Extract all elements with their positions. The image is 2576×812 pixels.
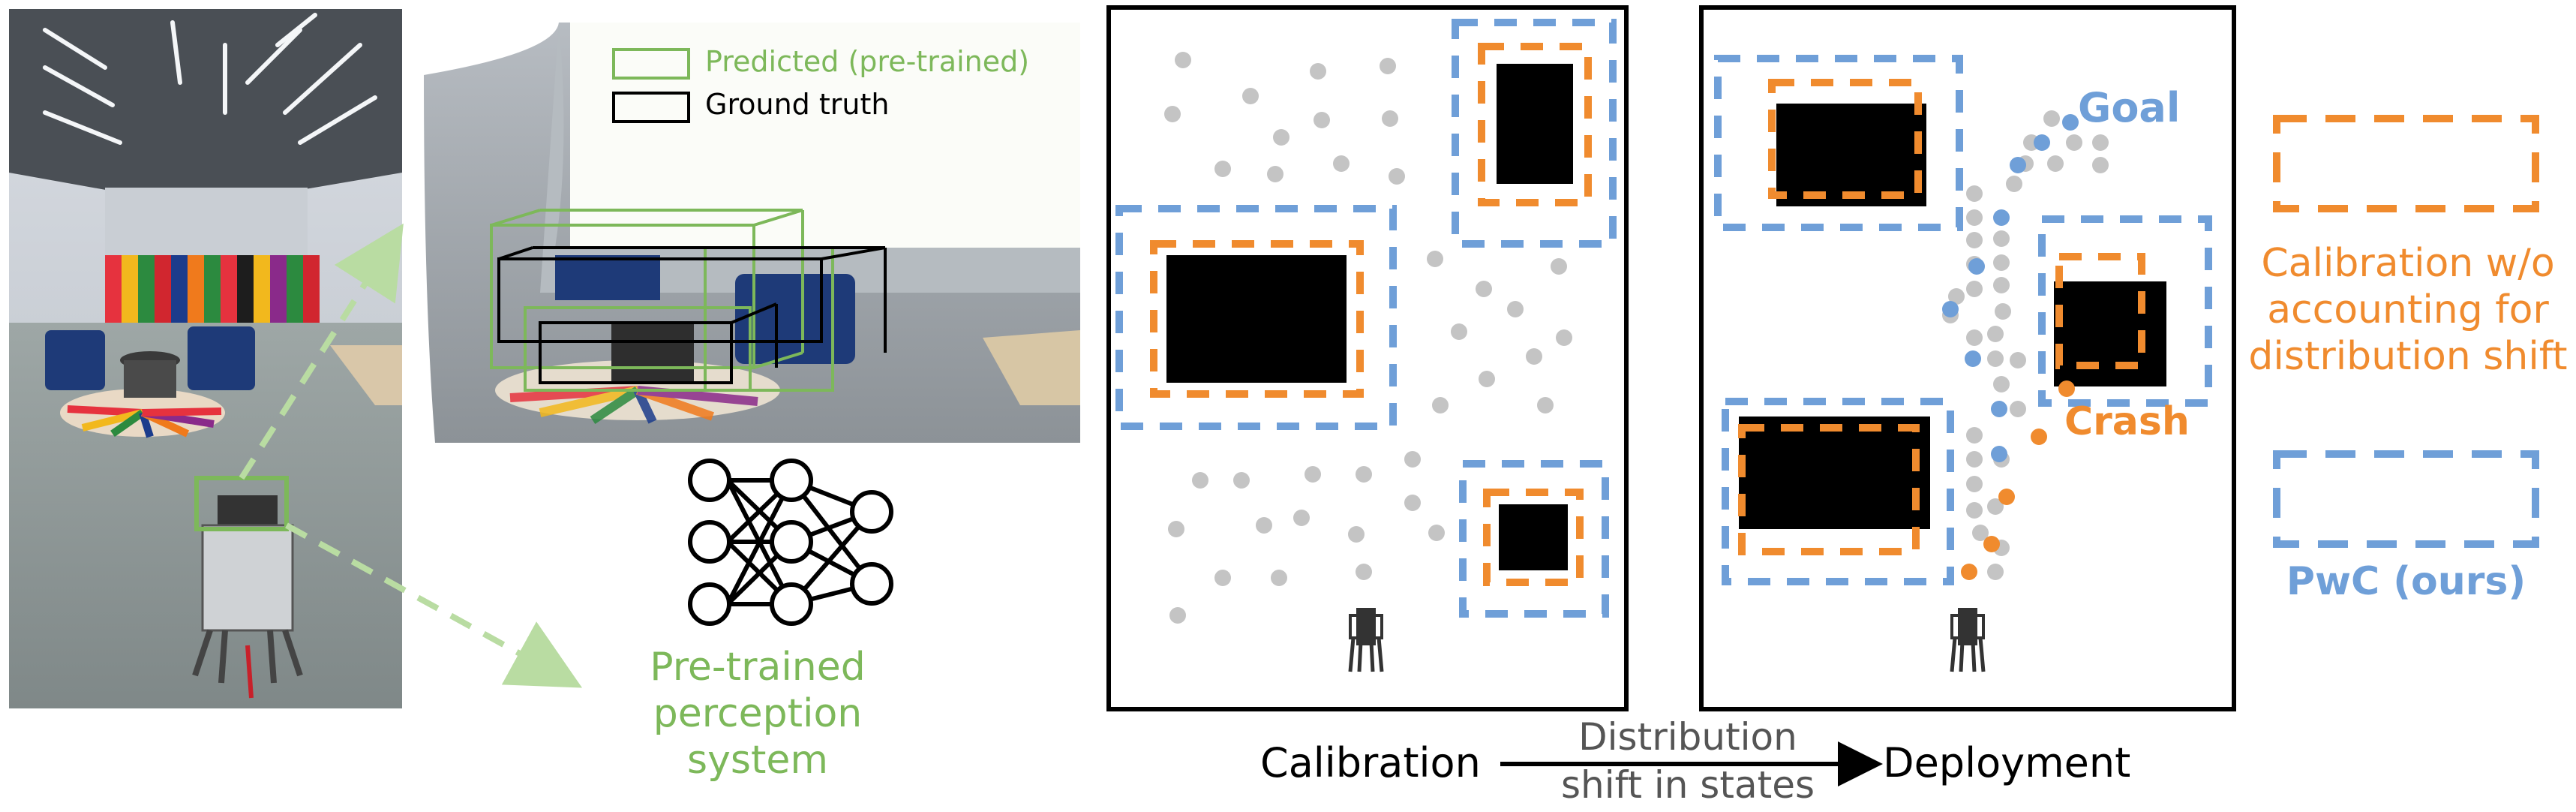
robot-icon: [1950, 608, 1986, 672]
legend-calibration-line3: distribution shift: [2248, 334, 2568, 379]
deployment-panel: [1699, 5, 2236, 711]
arrow-to-perception: [285, 522, 583, 688]
legend-calibration-line2: accounting for: [2267, 287, 2549, 332]
perception-label-line2: perception system: [653, 691, 863, 783]
perception-label: Pre-trained perception system: [585, 644, 930, 783]
legend-orange-box: [2273, 115, 2539, 212]
calibration-panel: [1106, 5, 1629, 711]
legend-ground-truth-swatch: [612, 92, 690, 123]
legend-calibration-label: Calibration w/o accounting for distribut…: [2243, 240, 2573, 380]
neural-network-icon: [688, 459, 893, 626]
pointcloud-panel: [424, 23, 1080, 443]
obstacle: [1776, 104, 1926, 206]
obstacle: [1166, 255, 1347, 383]
legend-blue-box: [2273, 450, 2539, 548]
legend-predicted-label: Predicted (pre-trained): [705, 45, 1030, 78]
obstacle: [1497, 64, 1573, 184]
shift-label-line2: shift in states: [1560, 763, 1815, 807]
legend-pwc-label: PwC (ours): [2286, 559, 2526, 604]
goal-label: Goal: [2078, 84, 2181, 131]
deployment-label: Deployment: [1883, 739, 2131, 786]
lab-photo: [9, 9, 402, 708]
legend-ground-truth-label: Ground truth: [705, 88, 890, 121]
robot-icon: [1348, 608, 1384, 672]
crash-label: Crash: [2064, 399, 2190, 444]
shift-label: Distribution shift in states: [1530, 713, 1845, 809]
obstacle: [1739, 417, 1930, 529]
legend-calibration-line1: Calibration w/o: [2261, 241, 2555, 286]
calibration-label: Calibration: [1260, 739, 1481, 786]
obstacle: [1499, 504, 1568, 570]
legend-predicted-swatch: [612, 48, 690, 80]
perception-label-line1: Pre-trained: [650, 645, 866, 690]
arrow-to-pointcloud: [239, 223, 404, 480]
shift-label-line1: Distribution: [1578, 715, 1797, 759]
obstacle: [2054, 281, 2166, 386]
